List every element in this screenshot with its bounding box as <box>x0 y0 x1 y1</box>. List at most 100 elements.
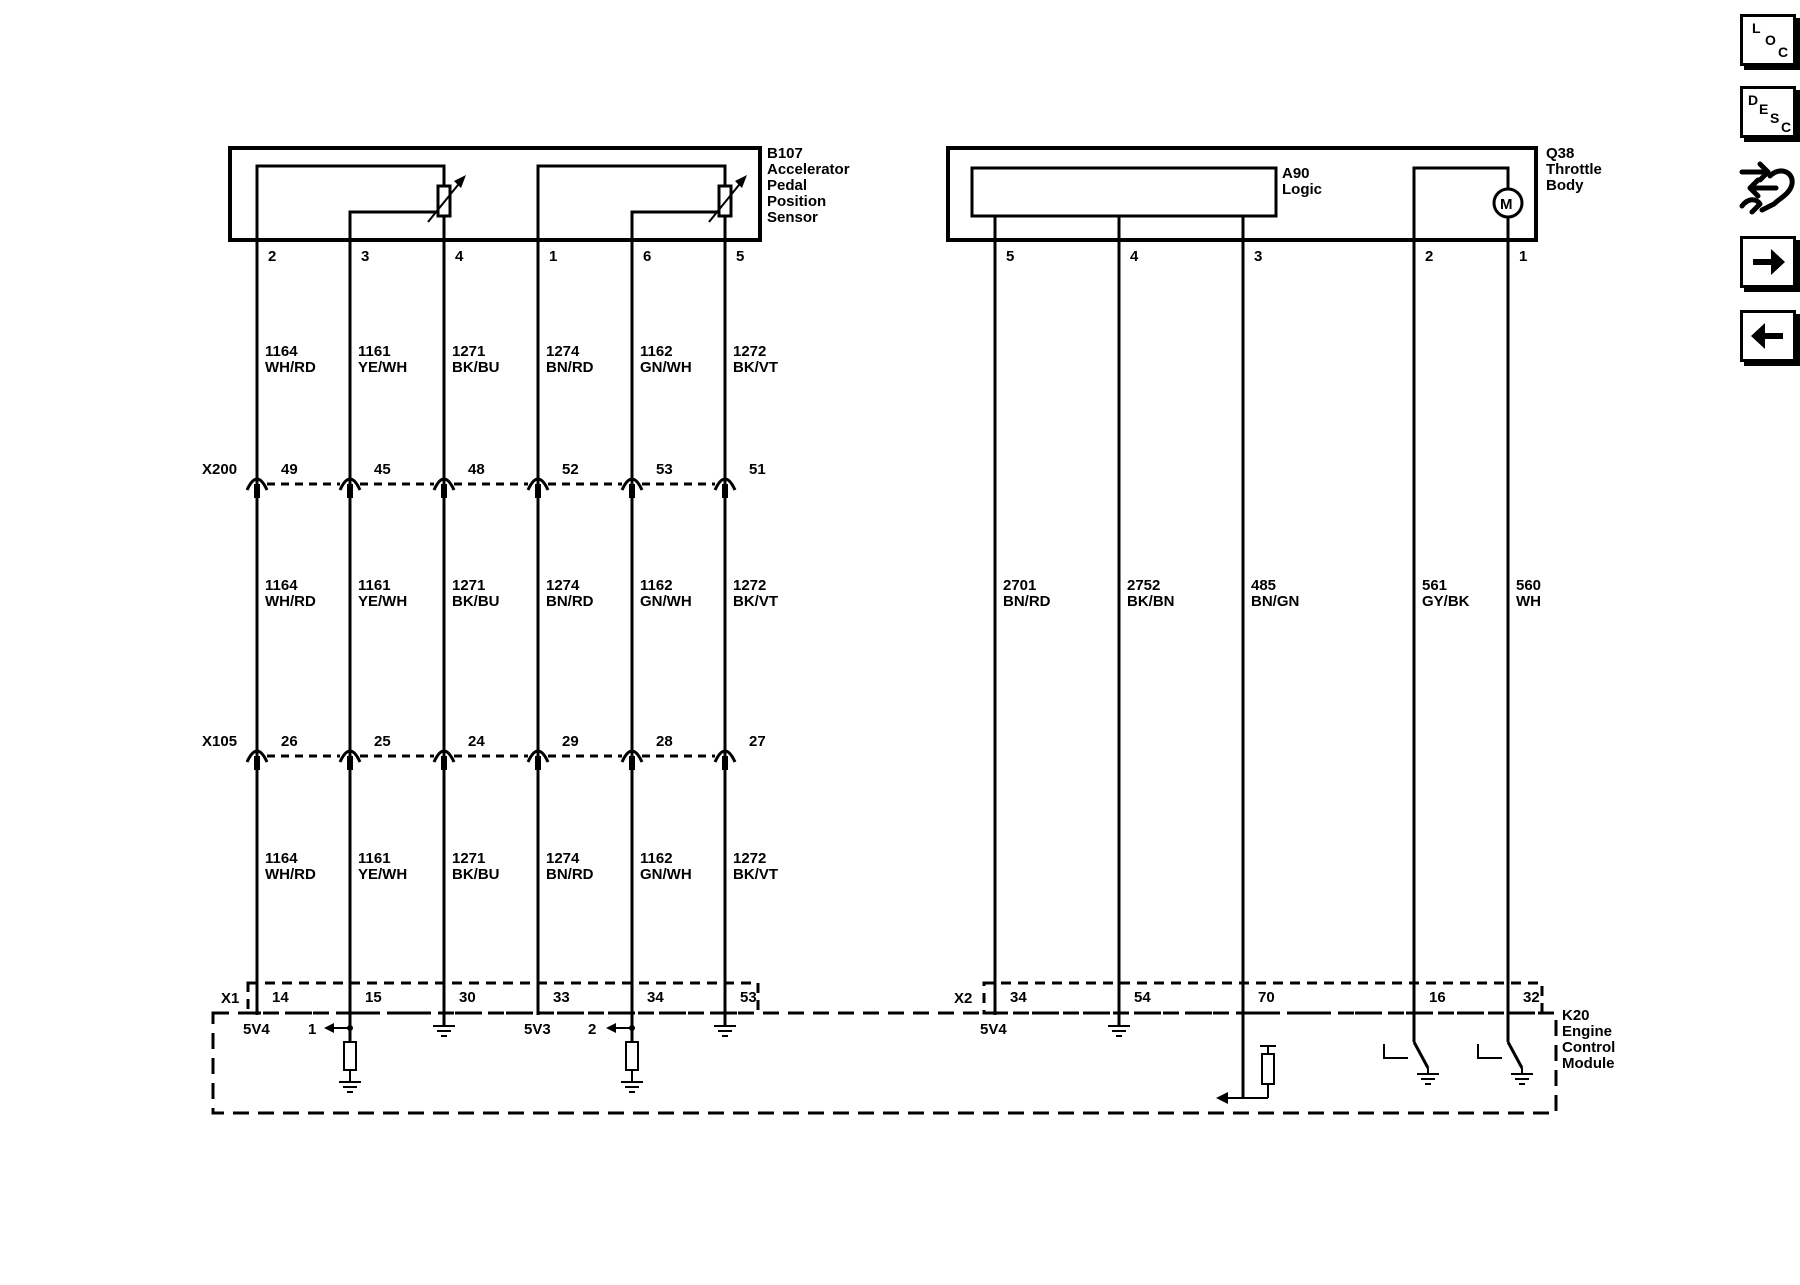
x2-connector-label: X2 <box>954 990 972 1007</box>
k20-label-line: Engine <box>1562 1023 1612 1040</box>
wire-color: BK/BN <box>1127 593 1175 610</box>
circuit-number: 1164 <box>265 850 298 867</box>
x200-pin-number: 51 <box>749 461 766 478</box>
circuit-number: 1161 <box>358 343 391 360</box>
circuit-number: 560 <box>1516 577 1541 594</box>
connector-terminal-pin <box>254 756 260 770</box>
connector-terminal-arc <box>338 477 362 491</box>
circuit-number: 1272 <box>733 577 766 594</box>
signal-arrow-head <box>606 1023 616 1033</box>
circuit-number: 1271 <box>452 850 485 867</box>
x200-pin-number: 45 <box>374 461 391 478</box>
driver-control-line <box>1477 1044 1502 1059</box>
wire-color: YE/WH <box>358 593 407 610</box>
arrow-left-icon <box>1751 323 1783 349</box>
wire-color: BN/RD <box>1003 593 1051 610</box>
x200-connector-label: X200 <box>202 461 237 478</box>
circuit-number: 1274 <box>546 577 580 594</box>
wire-color: GN/WH <box>640 593 692 610</box>
desc-button[interactable]: D E S C <box>1740 86 1796 138</box>
motor-label: M <box>1500 196 1513 213</box>
circuit-number: 2752 <box>1127 577 1160 594</box>
x105-pin-number: 28 <box>656 733 673 750</box>
sensor2-internal-loop <box>536 164 727 258</box>
sensor2-adjust-arrow <box>708 179 744 223</box>
b107-label-line: Pedal <box>767 177 807 194</box>
wire-color: BN/GN <box>1251 593 1299 610</box>
wire-color: WH/RD <box>265 593 316 610</box>
circuit-number: 1164 <box>265 577 298 594</box>
arrow-right-icon <box>1753 249 1785 275</box>
connector-terminal-pin <box>254 484 260 498</box>
connector-views-icon[interactable] <box>1736 158 1800 222</box>
connector-terminal-pin <box>535 484 541 498</box>
connector-terminal-arc <box>245 477 269 491</box>
driver-control-line <box>1383 1044 1408 1059</box>
x200-pin-number: 48 <box>468 461 485 478</box>
motor-internal-wire <box>1412 166 1510 258</box>
x105-pin-number: 27 <box>749 733 766 750</box>
wire-color: BN/RD <box>546 359 594 376</box>
junction-dot <box>629 1025 635 1031</box>
q38-label: Q38 Throttle Body <box>1546 145 1602 194</box>
connector-terminal-pin <box>535 756 541 770</box>
k20-label-line: K20 <box>1562 1007 1590 1024</box>
ecm-pin-number: 30 <box>459 989 476 1006</box>
desc-letter: C <box>1781 119 1792 135</box>
circuit-number: 1274 <box>546 343 580 360</box>
connector-terminal-arc <box>526 749 550 763</box>
connector-terminal-arc <box>526 477 550 491</box>
prev-button[interactable] <box>1740 310 1796 362</box>
circuit-number: 1162 <box>640 577 673 594</box>
sensor-pin-number: 2 <box>268 248 276 265</box>
a90-label-line: Logic <box>1282 181 1322 198</box>
circuit-number: 1161 <box>358 577 391 594</box>
circuit-number: 1164 <box>265 343 298 360</box>
x2-connector-box <box>982 981 1544 1015</box>
wire-color: YE/WH <box>358 866 407 883</box>
connector-terminal-pin <box>347 484 353 498</box>
a90-logic-box[interactable] <box>970 166 1278 218</box>
circuit-number: 1161 <box>358 850 391 867</box>
x1-connector-label: X1 <box>221 990 239 1007</box>
connector-terminal-arc <box>432 749 456 763</box>
connector-terminal-pin <box>441 756 447 770</box>
connector-terminal-pin <box>347 756 353 770</box>
sensor-pin-number: 6 <box>643 248 651 265</box>
desc-letter: D <box>1748 92 1759 108</box>
connector-terminal-arc <box>713 477 737 491</box>
k20-ecm-box[interactable] <box>211 1011 1558 1115</box>
connector-terminal-pin <box>629 484 635 498</box>
signal-arrow-head <box>1216 1092 1228 1104</box>
connector-terminal-pin <box>629 756 635 770</box>
connector-terminal-arc <box>620 749 644 763</box>
wire-color: WH/RD <box>265 359 316 376</box>
wire-color: GN/WH <box>640 359 692 376</box>
wire-color: BK/VT <box>733 593 778 610</box>
wire-color: GY/BK <box>1422 593 1470 610</box>
ecm-pin-number: 15 <box>365 989 382 1006</box>
connector-terminal-arc <box>338 749 362 763</box>
sensor1-wiper <box>348 210 436 258</box>
circuit-number: 1272 <box>733 850 766 867</box>
loc-button[interactable]: L O C <box>1740 14 1796 66</box>
loc-letter: L <box>1752 20 1761 36</box>
pull-down-resistor <box>343 1041 357 1071</box>
connector-terminal-arc <box>620 477 644 491</box>
circuit-number: 2701 <box>1003 577 1036 594</box>
connector-terminal-arc <box>245 749 269 763</box>
next-button[interactable] <box>1740 236 1796 288</box>
driver-switch-contact <box>1412 1041 1430 1069</box>
wire-color: BN/RD <box>546 866 594 883</box>
b107-sensor-box[interactable] <box>228 146 762 242</box>
wire-color: BN/RD <box>546 593 594 610</box>
a90-label: A90 Logic <box>1282 165 1322 198</box>
sensor-pin-number: 3 <box>361 248 369 265</box>
k20-label-line: Module <box>1562 1055 1615 1072</box>
connector-terminal-arc <box>713 749 737 763</box>
x105-connector-label: X105 <box>202 733 237 750</box>
q38-label-line: Body <box>1546 177 1584 194</box>
x105-pin-number: 24 <box>468 733 485 750</box>
desc-letter: E <box>1759 101 1769 117</box>
circuit-number: 1162 <box>640 850 673 867</box>
